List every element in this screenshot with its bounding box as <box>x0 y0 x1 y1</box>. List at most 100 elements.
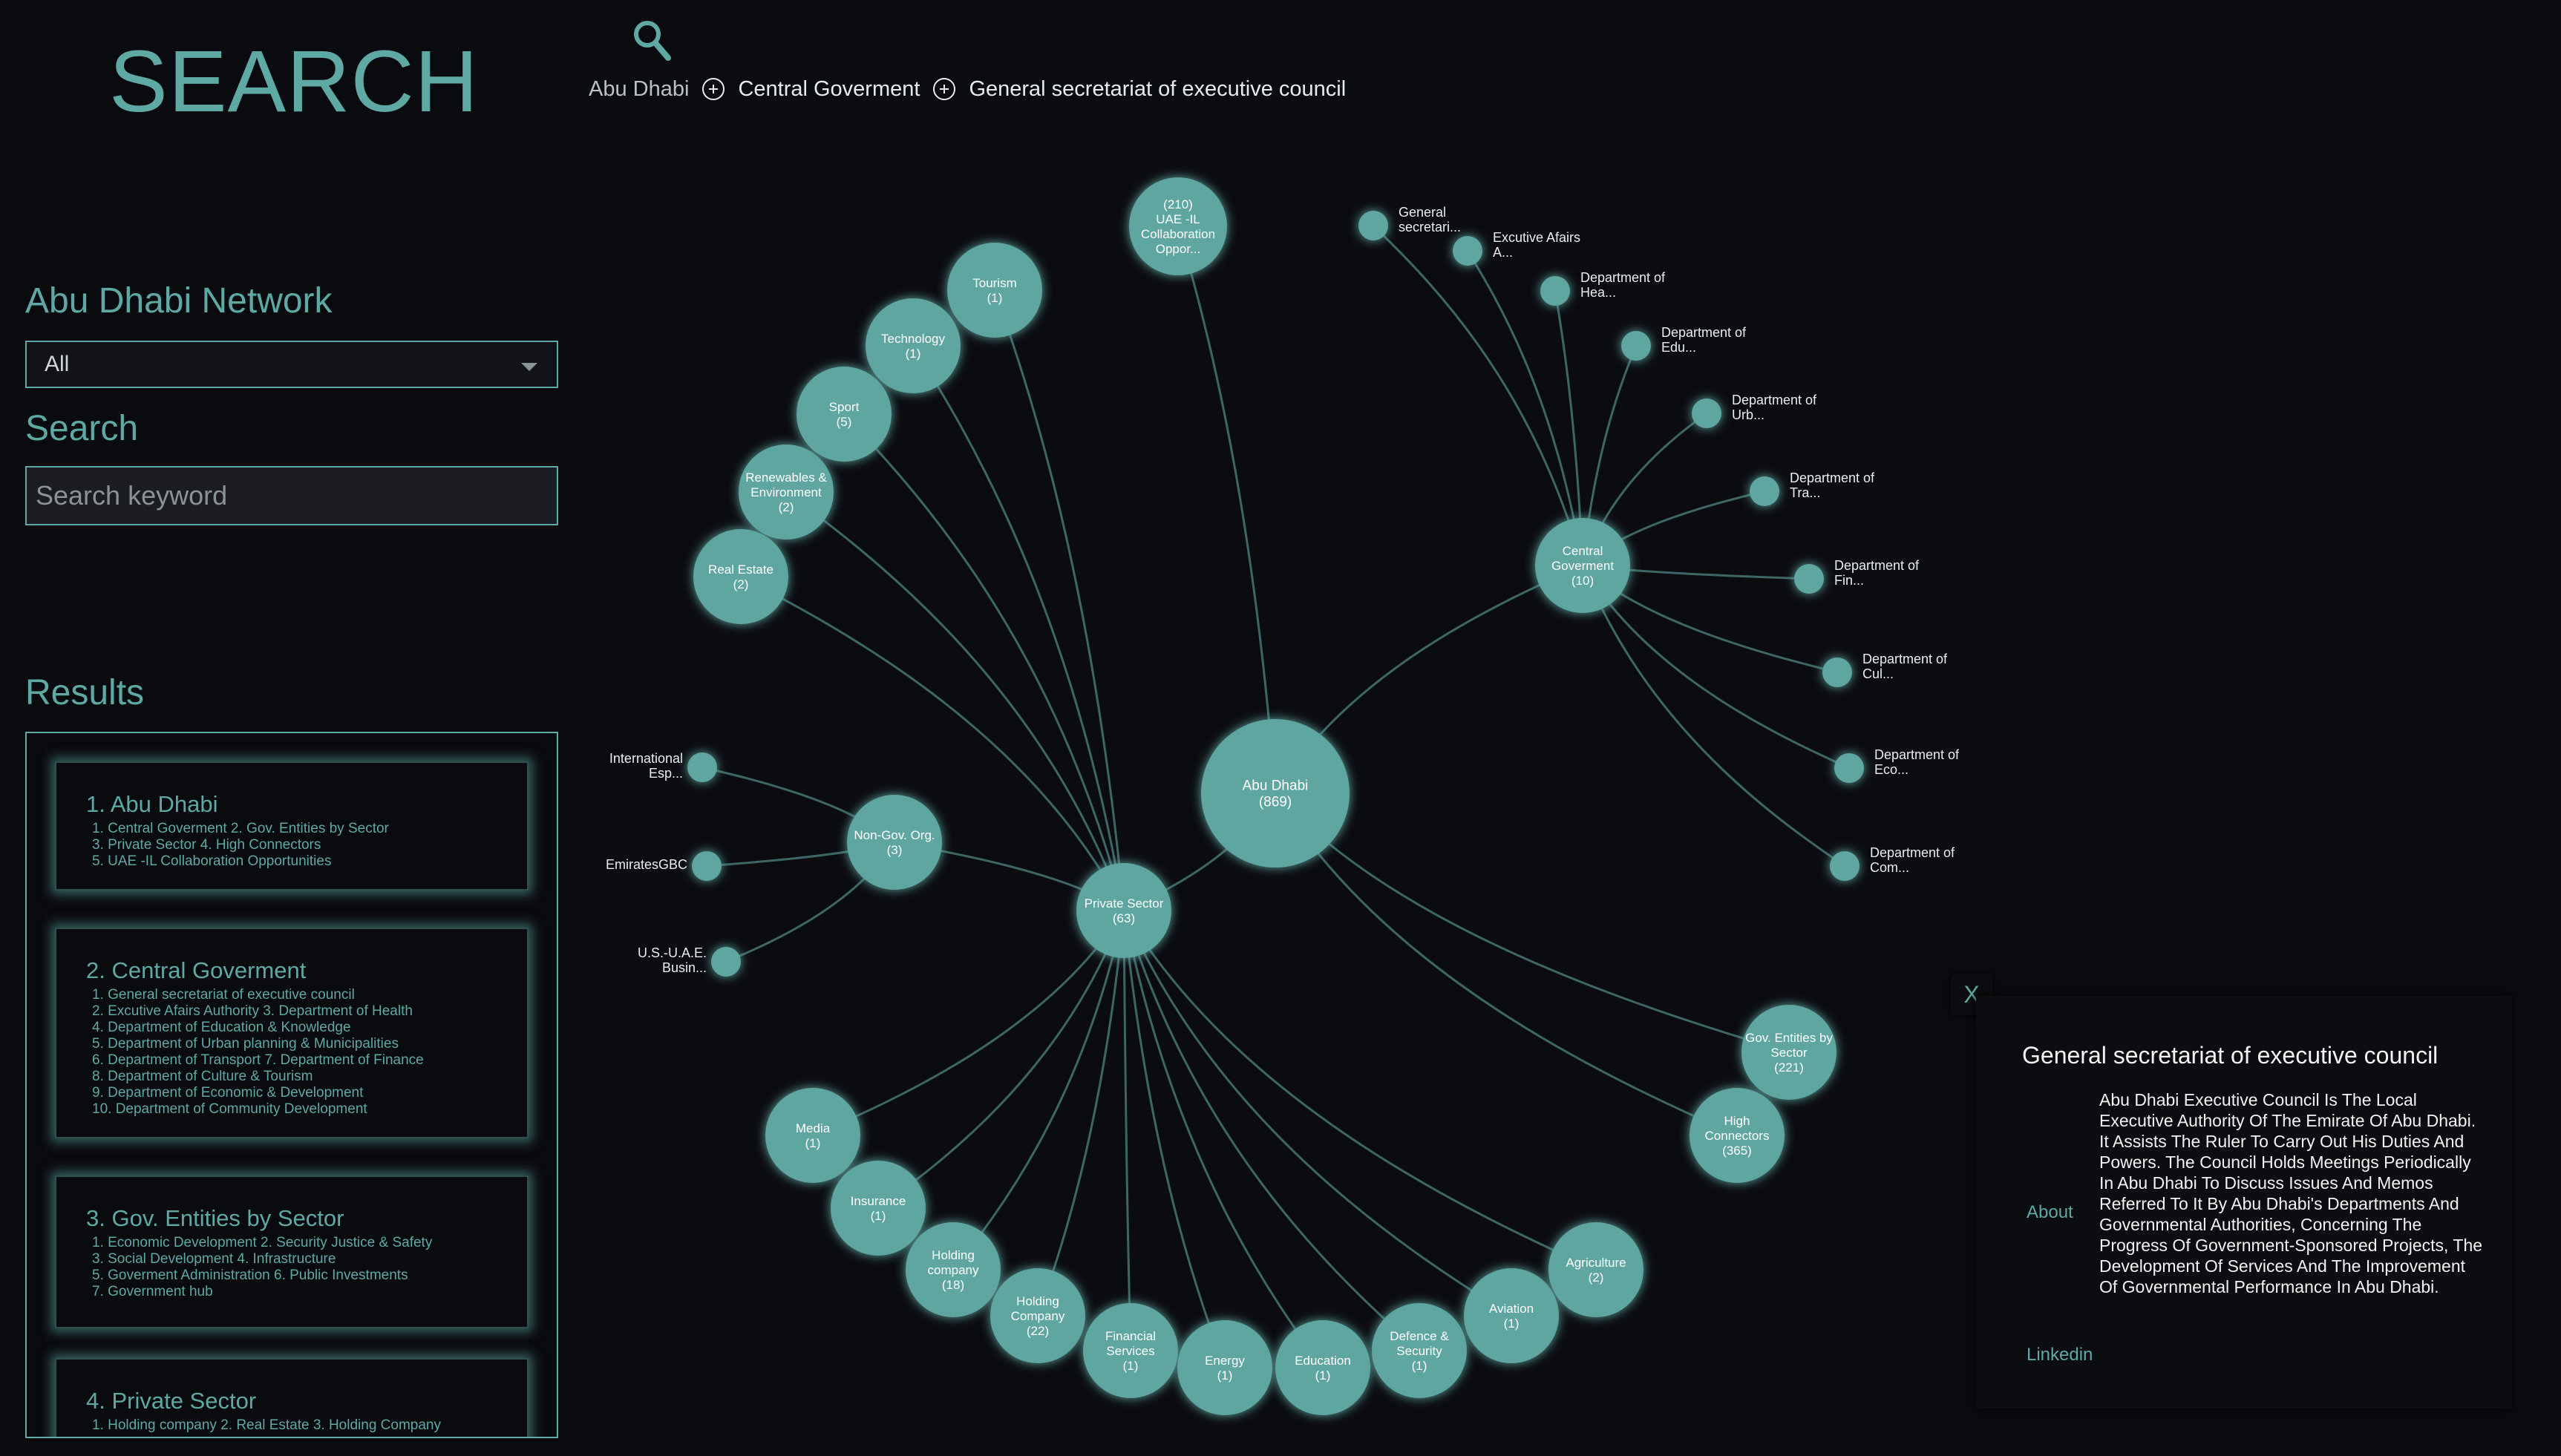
graph-node-circle[interactable] <box>1201 719 1350 868</box>
result-card-central-goverment[interactable]: 2. Central Goverment 1. General secretar… <box>55 928 529 1138</box>
graph-node-circle[interactable] <box>831 1161 926 1256</box>
graph-node-text: (869) <box>1259 795 1292 810</box>
graph-node-circle[interactable] <box>990 1268 1085 1363</box>
graph-node-circle[interactable] <box>866 298 961 393</box>
graph-node-text: (210) <box>1163 197 1193 211</box>
results-list[interactable]: 1. Abu Dhabi 1. Central Goverment 2. Gov… <box>25 732 558 1438</box>
graph-node-label: Department of <box>1580 270 1666 285</box>
graph-node-circle[interactable] <box>692 851 722 881</box>
graph-node-circle[interactable] <box>1540 276 1570 306</box>
graph-node-sport[interactable]: Sport(5) <box>797 367 892 462</box>
graph-node-circle[interactable] <box>1548 1222 1643 1317</box>
graph-node-circle[interactable] <box>711 947 741 977</box>
graph-edge <box>740 575 1125 911</box>
info-panel-title: General secretariat of executive council <box>2022 1042 2439 1069</box>
graph-node-circle[interactable] <box>1453 236 1482 266</box>
graph-node-circle[interactable] <box>1076 863 1171 958</box>
graph-node-circle[interactable] <box>1690 1088 1785 1183</box>
graph-node-private-sector[interactable]: Private Sector(63) <box>1076 863 1171 958</box>
graph-node-excutive-afairs[interactable]: Excutive AfairsA... <box>1453 230 1580 266</box>
graph-edge <box>1036 910 1125 1316</box>
graph-node-circle[interactable] <box>1464 1268 1559 1363</box>
breadcrumb-item-central-goverment[interactable]: Central Goverment <box>738 76 920 101</box>
graph-node-circle[interactable] <box>1834 753 1864 783</box>
result-card-private-sector[interactable]: 4. Private Sector 1. Holding company 2. … <box>55 1358 529 1437</box>
graph-node-uae-il[interactable]: (210)UAE -ILCollaborationOppor... <box>1129 177 1227 275</box>
graph-node-tourism[interactable]: Tourism(1) <box>947 243 1042 338</box>
graph-node-aviation[interactable]: Aviation(1) <box>1464 1268 1559 1363</box>
graph-node-circle[interactable] <box>847 795 942 890</box>
graph-node-text: (221) <box>1774 1060 1804 1075</box>
graph-node-circle[interactable] <box>1372 1303 1467 1398</box>
graph-node-circle[interactable] <box>1830 851 1860 881</box>
graph-node-dept-economic[interactable]: Department ofEco... <box>1834 747 1960 783</box>
graph-node-us-uae[interactable]: U.S.-U.A.E.Busin... <box>638 945 741 977</box>
graph-node-text: Renewables & <box>745 470 827 485</box>
graph-node-circle[interactable] <box>765 1088 860 1183</box>
graph-node-dept-culture[interactable]: Department ofCul... <box>1822 652 1948 687</box>
graph-node-circle[interactable] <box>947 243 1042 338</box>
graph-node-circle[interactable] <box>1358 211 1388 240</box>
graph-node-dept-community[interactable]: Department ofCom... <box>1830 845 1955 881</box>
graph-node-technology[interactable]: Technology(1) <box>866 298 961 393</box>
network-select[interactable]: All <box>25 341 558 388</box>
graph-node-circle[interactable] <box>1692 399 1721 428</box>
graph-node-circle[interactable] <box>1822 658 1852 687</box>
graph-node-text: (2) <box>779 500 794 514</box>
graph-node-circle[interactable] <box>906 1222 1001 1317</box>
graph-node-circle[interactable] <box>1750 476 1779 506</box>
graph-node-circle[interactable] <box>797 367 892 462</box>
linkedin-link[interactable]: Linkedin <box>2027 1345 2093 1365</box>
search-input[interactable] <box>25 466 558 525</box>
graph-node-text: Sector <box>1770 1046 1807 1060</box>
breadcrumb-item-general-secretariat[interactable]: General secretariat of executive council <box>969 76 1347 101</box>
graph-node-circle[interactable] <box>1741 1005 1836 1100</box>
graph-node-circle[interactable] <box>739 445 834 540</box>
graph-node-circle[interactable] <box>1129 177 1227 275</box>
graph-node-general-secretariat[interactable]: Generalsecretari... <box>1358 205 1461 240</box>
search-icon[interactable] <box>631 18 673 64</box>
result-line: 7. Government hub <box>92 1284 213 1299</box>
graph-node-circle[interactable] <box>1621 331 1651 361</box>
graph-node-defence[interactable]: Defence &Security(1) <box>1372 1303 1467 1398</box>
result-line: 1. Economic Development 2. Security Just… <box>92 1235 433 1250</box>
graph-edge <box>1177 226 1277 794</box>
graph-node-dept-health[interactable]: Department ofHea... <box>1540 270 1666 306</box>
network-graph[interactable]: Abu Dhabi(869) (210)UAE -ILCollaborationO… <box>588 111 2073 1456</box>
about-label: About <box>2027 1202 2073 1222</box>
graph-node-dept-education[interactable]: Department ofEdu... <box>1621 325 1747 361</box>
result-card-abu-dhabi[interactable]: 1. Abu Dhabi 1. Central Goverment 2. Gov… <box>55 761 529 891</box>
breadcrumb-item-abu-dhabi[interactable]: Abu Dhabi <box>589 76 690 101</box>
graph-node-renewables[interactable]: Renewables &Environment(2) <box>739 445 834 540</box>
graph-node-dept-transport[interactable]: Department ofTra... <box>1750 470 1875 506</box>
graph-node-education[interactable]: Education(1) <box>1275 1320 1370 1415</box>
graph-node-real-estate[interactable]: Real Estate(2) <box>693 529 788 624</box>
result-card-gov-entities[interactable]: 3. Gov. Entities by Sector 1. Economic D… <box>55 1175 529 1328</box>
graph-node-circle[interactable] <box>1794 564 1824 594</box>
graph-node-text: Technology <box>881 332 946 346</box>
graph-node-abu-dhabi[interactable]: Abu Dhabi(869) <box>1201 719 1350 868</box>
graph-node-circle[interactable] <box>1083 1303 1178 1398</box>
graph-node-insurance[interactable]: Insurance(1) <box>831 1161 926 1256</box>
graph-node-circle[interactable] <box>1177 1320 1272 1415</box>
graph-node-circle[interactable] <box>1535 518 1630 613</box>
graph-node-circle[interactable] <box>693 529 788 624</box>
graph-node-label: International <box>609 751 683 766</box>
graph-node-agriculture[interactable]: Agriculture(2) <box>1548 1222 1643 1317</box>
graph-node-circle[interactable] <box>1275 1320 1370 1415</box>
graph-node-media[interactable]: Media(1) <box>765 1088 860 1183</box>
graph-node-non-gov[interactable]: Non-Gov. Org.(3) <box>847 795 942 890</box>
graph-node-emirates-gbc[interactable]: EmiratesGBC <box>606 851 722 881</box>
graph-node-international-esp[interactable]: InternationalEsp... <box>609 751 717 782</box>
graph-node-dept-finance[interactable]: Department ofFin... <box>1794 558 1920 594</box>
graph-node-circle[interactable] <box>687 752 717 782</box>
graph-node-energy[interactable]: Energy(1) <box>1177 1320 1272 1415</box>
graph-node-text: Education <box>1295 1354 1351 1368</box>
graph-node-dept-urban[interactable]: Department ofUrb... <box>1692 393 1817 428</box>
